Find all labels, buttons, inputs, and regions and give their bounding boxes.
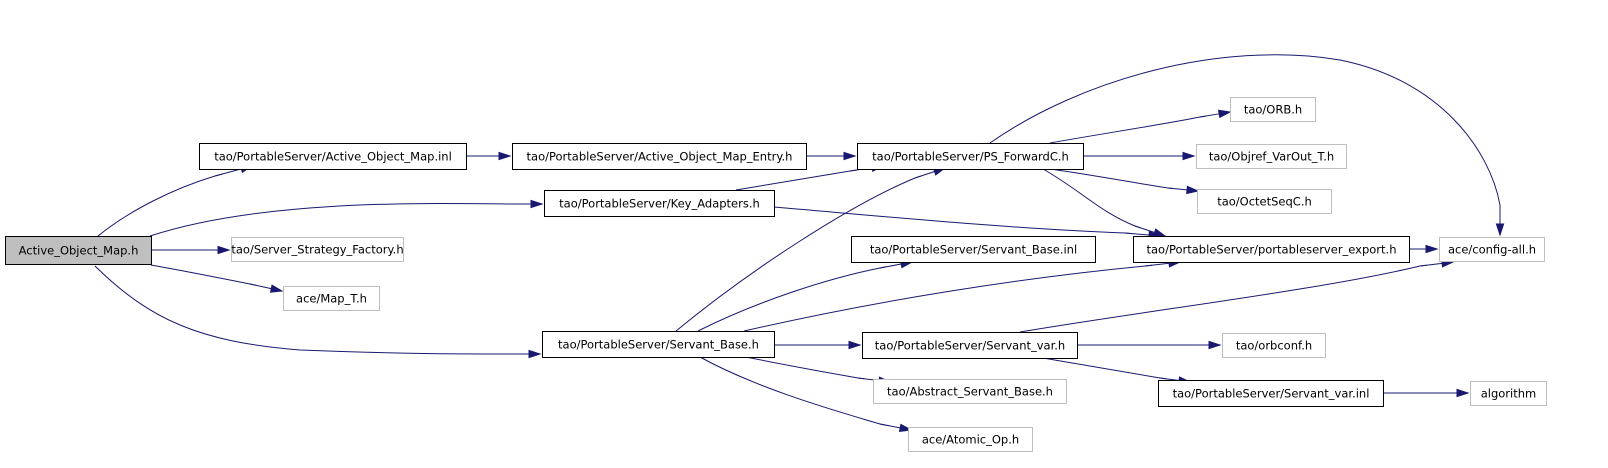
edge-aom_inl-to-aom_entry [466, 151, 512, 161]
node-aom-inl[interactable]: tao/PortableServer/Active_Object_Map.inl [199, 143, 467, 170]
node-label: tao/PortableServer/Key_Adapters.h [559, 197, 760, 211]
edge-ps_forward-to-objref [1083, 151, 1196, 161]
arrowhead [528, 349, 542, 359]
arrowhead [1152, 228, 1167, 237]
edge-root-to-servant_base [94, 265, 542, 359]
node-label: ace/Atomic_Op.h [922, 433, 1019, 447]
node-box [1133, 236, 1410, 263]
edge-servant_var-to-orbconf [1077, 340, 1222, 350]
edge-servant_base-to-abstract_servant [745, 356, 892, 385]
node-orb: tao/ORB.h [1230, 97, 1316, 122]
node-label: tao/PortableServer/Servant_var.inl [1173, 387, 1370, 401]
node-box [283, 286, 380, 311]
node-label: ace/config-all.h [1448, 243, 1536, 257]
node-box [1439, 237, 1545, 262]
arrowhead [843, 151, 857, 161]
arrowhead [1186, 185, 1200, 195]
node-box [512, 143, 807, 170]
arrowhead [848, 340, 862, 350]
node-objref: tao/Objref_VarOut_T.h [1196, 144, 1347, 169]
node-algorithm: algorithm [1470, 381, 1547, 406]
node-server-strategy: tao/Server_Strategy_Factory.h [231, 237, 404, 262]
node-label: tao/PortableServer/portableserver_export… [1146, 243, 1396, 257]
node-box [862, 332, 1078, 359]
node-box [542, 331, 775, 358]
node-box [5, 236, 152, 265]
node-key-adapters[interactable]: tao/PortableServer/Key_Adapters.h [544, 190, 775, 217]
node-box [1196, 144, 1347, 169]
node-servant-var-inl[interactable]: tao/PortableServer/Servant_var.inl [1158, 380, 1384, 407]
node-box [1470, 381, 1547, 406]
node-label: tao/PortableServer/Servant_var.h [875, 339, 1065, 353]
node-root[interactable]: Active_Object_Map.h [5, 236, 152, 265]
arrowhead [269, 284, 284, 293]
edge-servant_var_inl-to-algorithm [1383, 388, 1470, 398]
edge-root-to-server_strategy [151, 245, 231, 255]
node-label: tao/Abstract_Servant_Base.h [887, 385, 1053, 399]
node-box [1222, 333, 1326, 358]
edge-root-to-map_t [150, 264, 284, 293]
node-label: tao/PortableServer/Servant_Base.h [558, 338, 759, 352]
edge-servant_base-to-servant_var [774, 340, 862, 350]
edge-ps_forward-to-orb [1049, 109, 1232, 144]
node-label: tao/Objref_VarOut_T.h [1209, 150, 1334, 164]
node-box [1197, 189, 1332, 214]
arrowhead [1208, 340, 1222, 350]
edge-ps_forward-to-ps_export [1042, 168, 1167, 237]
arrowhead [1182, 151, 1196, 161]
node-atomic-op: ace/Atomic_Op.h [908, 427, 1033, 452]
edge-servant_base-to-ps_export [743, 259, 1182, 332]
node-box [199, 143, 467, 170]
node-orbconf: tao/orbconf.h [1222, 333, 1326, 358]
node-box [544, 190, 775, 217]
node-label: Active_Object_Map.h [19, 244, 139, 258]
node-box [851, 236, 1096, 263]
node-label: tao/PortableServer/Active_Object_Map.inl [214, 150, 452, 164]
edge-servant_var-to-config_all [1019, 259, 1455, 333]
node-label: tao/ORB.h [1244, 103, 1302, 117]
node-ps-export[interactable]: tao/PortableServer/portableserver_export… [1133, 236, 1410, 263]
arrowhead [530, 199, 544, 209]
edge-root-to-aom_inl [97, 164, 254, 237]
edge-aom_entry-to-ps_forward [806, 151, 857, 161]
node-aom-entry[interactable]: tao/PortableServer/Active_Object_Map_Ent… [512, 143, 807, 170]
node-servant-var[interactable]: tao/PortableServer/Servant_var.h [862, 332, 1078, 359]
node-label: ace/Map_T.h [296, 292, 367, 306]
node-box [1230, 97, 1316, 122]
node-label: tao/Server_Strategy_Factory.h [231, 243, 403, 257]
node-box [1158, 380, 1384, 407]
node-label: algorithm [1481, 387, 1537, 401]
node-abstract-servant: tao/Abstract_Servant_Base.h [873, 379, 1067, 404]
arrowhead [1217, 109, 1232, 119]
node-config-all: ace/config-all.h [1439, 237, 1545, 262]
node-label: tao/PortableServer/PS_ForwardC.h [872, 150, 1069, 164]
arrowhead [217, 245, 231, 255]
node-label: tao/orbconf.h [1236, 339, 1312, 353]
arrowhead [1456, 388, 1470, 398]
node-box [908, 427, 1033, 452]
node-box [231, 237, 404, 262]
node-label: tao/PortableServer/Servant_Base.inl [870, 243, 1077, 257]
node-map-t: ace/Map_T.h [283, 286, 380, 311]
edge-key_adapters-to-ps_export [773, 206, 1162, 240]
arrowhead [1495, 223, 1505, 237]
node-octetseq: tao/OctetSeqC.h [1197, 189, 1332, 214]
node-box [873, 379, 1067, 404]
arrowhead [498, 151, 512, 161]
edge-servant_base-to-servant_base_inl [697, 259, 914, 332]
node-servant-base-inl[interactable]: tao/PortableServer/Servant_Base.inl [851, 236, 1096, 263]
arrowhead [1425, 244, 1439, 254]
node-servant-base[interactable]: tao/PortableServer/Servant_Base.h [542, 331, 775, 358]
edge-ps_forward-to-config_all [989, 54, 1505, 237]
node-label: tao/PortableServer/Active_Object_Map_Ent… [527, 150, 793, 164]
edge-root-to-key_adapters [149, 199, 544, 237]
node-label: tao/OctetSeqC.h [1217, 195, 1312, 209]
edge-ps_forward-to-octetseq [1049, 168, 1200, 195]
node-ps-forward[interactable]: tao/PortableServer/PS_ForwardC.h [857, 143, 1084, 170]
node-box [857, 143, 1084, 170]
